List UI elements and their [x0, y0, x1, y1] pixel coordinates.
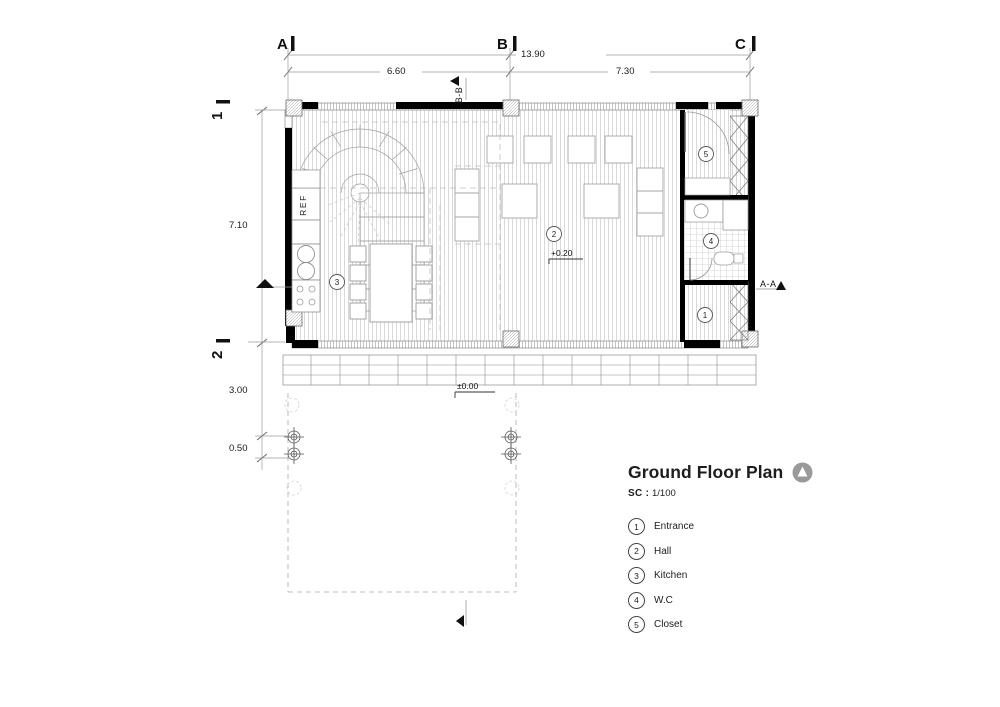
grid-label-a: A	[277, 36, 288, 53]
hall-furniture	[454, 135, 664, 242]
dimension-left: 7.10 3.00 0.50	[224, 106, 290, 470]
grid-label-2: 2	[209, 351, 226, 359]
level-marker-hall: +0.20	[548, 248, 583, 264]
grid-label-b: B	[497, 36, 508, 53]
section-arrow-left	[256, 279, 292, 288]
dimension-left-middle-label: 3.00	[229, 385, 248, 396]
dimension-top: 13.90 6.60 7.30	[283, 48, 755, 100]
legend-label: Closet	[654, 619, 683, 630]
room-number-kitchen: 3	[335, 278, 340, 287]
grid-labels-vertical: 1 2	[209, 100, 230, 359]
refrigerator-label: REF	[298, 194, 308, 216]
grid-labels-horizontal: A B C	[277, 36, 756, 53]
interior-partitions	[680, 110, 748, 342]
terrace-paving	[282, 354, 757, 386]
scale-row: SC : 1/100	[628, 488, 968, 499]
site-markers	[284, 397, 521, 496]
level-marker-terrace: ±0.00	[454, 381, 495, 398]
wall-top	[291, 102, 750, 111]
legend-number: 1	[628, 518, 645, 535]
dimension-overall-label: 13.90	[521, 49, 545, 60]
interior-floor	[292, 107, 748, 342]
section-label-bb: B-B	[454, 87, 464, 104]
scale-label: SC :	[628, 488, 650, 499]
braced-panels	[729, 115, 749, 341]
legend-item-closet: 5 Closet	[628, 616, 968, 633]
wall-left	[284, 109, 293, 326]
dimension-left-lower-label: 0.50	[229, 443, 248, 454]
legend-item-wc: 4 W.C	[628, 591, 968, 609]
legend-label: Hall	[654, 545, 672, 557]
room-number-bubbles: 3 2 5 4 1	[329, 146, 719, 323]
legend-number: 4	[628, 591, 645, 609]
ceiling-dashed-lines	[320, 121, 501, 330]
title-block: Ground Floor Plan SC : 1/100 1 Entrance …	[628, 462, 968, 633]
grid-label-1: 1	[209, 112, 226, 120]
room-legend: 1 Entrance 2 Hall 3 Kitchen 4 W.C 5 Clos…	[628, 518, 968, 633]
legend-number: 3	[628, 567, 645, 584]
scale-value: 1/100	[651, 488, 676, 499]
section-arrow-bottom	[456, 600, 467, 627]
title-row: Ground Floor Plan	[628, 462, 968, 483]
north-arrow-icon	[792, 462, 813, 483]
site-boundary-dashed	[287, 393, 517, 593]
legend-label: Kitchen	[654, 570, 688, 581]
grid-label-c: C	[735, 36, 746, 53]
page-title: Ground Floor Plan	[628, 462, 784, 482]
dimension-left-bay-label: 6.60	[387, 66, 406, 77]
dining-set	[349, 243, 433, 323]
kitchen-counter	[291, 169, 321, 313]
level-label-terrace: ±0.00	[457, 381, 478, 391]
level-label-hall: +0.20	[551, 248, 573, 258]
room-number-wc: 4	[709, 237, 714, 246]
legend-number: 5	[628, 616, 645, 633]
legend-item-hall: 2 Hall	[628, 542, 968, 560]
legend-item-entrance: 1 Entrance	[628, 518, 968, 535]
section-label-aa: A-A	[760, 279, 777, 289]
columns	[285, 99, 759, 348]
wall-right	[748, 107, 755, 345]
dimension-right-bay-label: 7.30	[616, 66, 635, 77]
room-number-hall: 2	[552, 230, 557, 239]
legend-number: 2	[628, 542, 645, 560]
dimension-left-upper-label: 7.10	[229, 220, 248, 231]
section-marker-bb: B-B	[450, 76, 467, 104]
legend-item-kitchen: 3 Kitchen	[628, 567, 968, 584]
room-number-closet: 5	[704, 150, 709, 159]
legend-label: Entrance	[654, 521, 695, 532]
room-number-entrance: 1	[703, 311, 708, 320]
section-marker-aa: A-A	[756, 279, 786, 290]
legend-label: W.C	[654, 594, 673, 606]
